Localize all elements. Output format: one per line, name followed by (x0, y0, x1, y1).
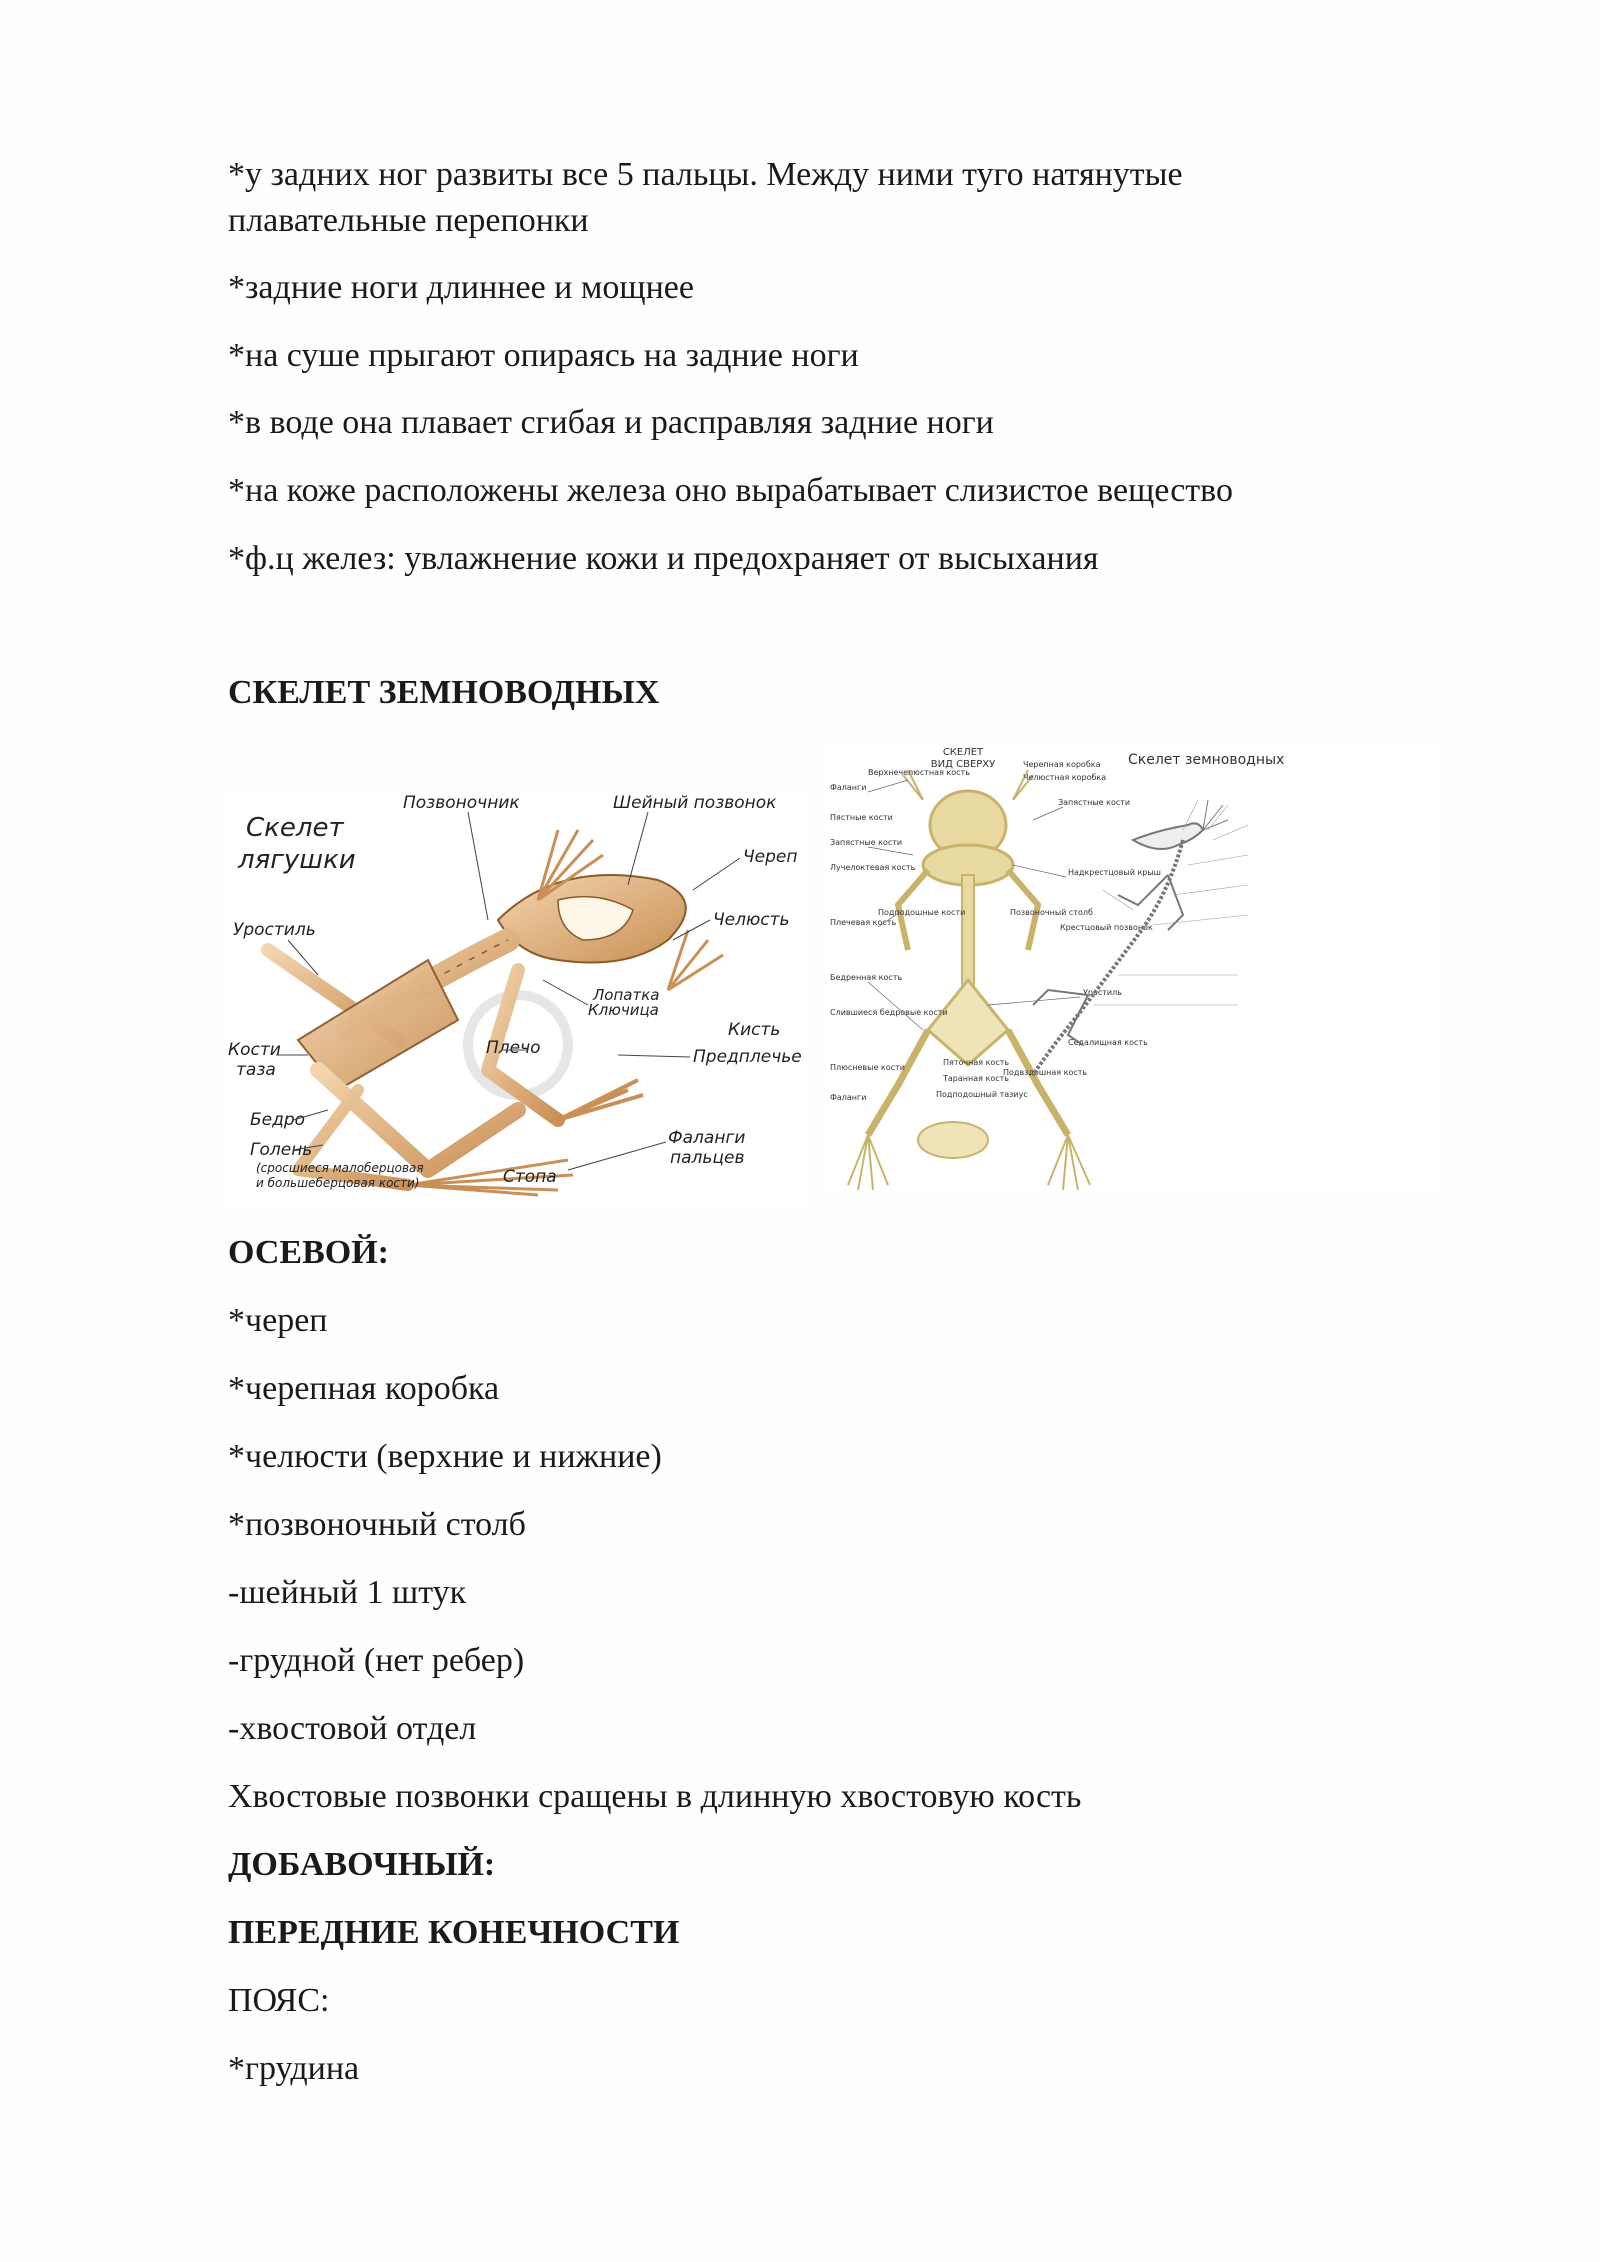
label: Пястные кости (830, 813, 893, 822)
section-heading: ДОБАВОЧНЫЙ: (228, 1846, 496, 1883)
figure-title: СКЕЛЕТ (943, 747, 984, 758)
label-skull: Череп (743, 847, 797, 867)
label: Челюстная коробка (1023, 773, 1106, 782)
text-line: *задние ноги длиннее и мощнее (228, 269, 694, 306)
text-line: *на суше прыгают опираясь на задние ноги (228, 337, 859, 374)
label: Слившиеся бедровые кости (830, 1008, 948, 1017)
label: Фаланги (830, 783, 866, 792)
figure-title: Скелет (246, 813, 344, 843)
label-shin-note: и большеберцовая кости) (256, 1176, 420, 1190)
label: Уростиль (1083, 988, 1122, 997)
label: Крестцовый позвонок (1060, 923, 1153, 932)
label-phalanges: пальцев (670, 1148, 744, 1168)
label: Фаланги (830, 1093, 866, 1102)
label-urostyle: Уростиль (233, 920, 316, 940)
label: Подподошный тазиус (936, 1090, 1028, 1099)
text-line: *ф.ц желез: увлажнение кожи и предохраня… (228, 540, 1099, 577)
label-shin: Голень (250, 1140, 312, 1160)
label: Подвздошная кость (1003, 1068, 1087, 1077)
label-jaw: Челюсть (713, 910, 790, 930)
text-line: *челюсти (верхние и нижние) (228, 1438, 662, 1475)
text-line: *на коже расположены железа оно вырабаты… (228, 472, 1233, 509)
text-line: *череп (228, 1302, 328, 1339)
label-pelvis: Кости (228, 1040, 281, 1060)
section-heading: ПЕРЕДНИЕ КОНЕЧНОСТИ (228, 1914, 680, 1951)
salamander-skeleton (1031, 799, 1229, 1077)
label-shin-note: (сросшиеся малоберцовая (256, 1161, 424, 1175)
label-spine: Позвоночник (403, 793, 520, 813)
label: Запястные кости (1058, 798, 1130, 807)
frog-skeleton-top-figure: СКЕЛЕТ ВИД СВЕРХУ Скелет земноводных (828, 745, 1440, 1195)
label: Плюсневые кости (830, 1063, 905, 1072)
label-neck: Шейный позвонок (613, 793, 777, 813)
text-line: *у задних ног развиты все 5 пальцы. Межд… (228, 156, 1183, 193)
figure-title: Скелет земноводных (1128, 752, 1284, 768)
label-clavicle: Ключица (588, 1001, 659, 1019)
label: Черепная коробка (1023, 760, 1101, 769)
text-line: *грудина (228, 2050, 360, 2087)
figure-title: ВИД СВЕРХУ (931, 759, 995, 770)
text-line: плавательные перепонки (228, 202, 589, 239)
text-line: *позвоночный столб (228, 1506, 526, 1543)
text-line: -хвостовой отдел (228, 1710, 477, 1747)
label: Седалищная кость (1068, 1038, 1148, 1047)
text-line: ПОЯС: (228, 1982, 330, 2019)
label-pelvis: таза (236, 1060, 276, 1080)
section-heading: СКЕЛЕТ ЗЕМНОВОДНЫХ (228, 674, 660, 711)
label: Таранная кость (942, 1074, 1009, 1083)
label: Позвоночный столб (1010, 908, 1093, 917)
section-heading: ОСЕВОЙ: (228, 1234, 389, 1271)
label: Пяточная кость (943, 1058, 1009, 1067)
label-femur: Бедро (250, 1110, 305, 1130)
frog-top-skeleton (847, 769, 1091, 1191)
text-line: Хвостовые позвонки сращены в длинную хво… (228, 1778, 1082, 1815)
text-line: -грудной (нет ребер) (228, 1642, 525, 1679)
text-line: -шейный 1 штук (228, 1574, 467, 1611)
label: Верхнечелюстная кость (868, 768, 970, 777)
text-line: *черепная коробка (228, 1370, 500, 1407)
label-foot: Стопа (503, 1167, 557, 1187)
label: Подподошные кости (878, 908, 965, 917)
label: Надкрестцовый крыш (1068, 868, 1161, 877)
label-shoulder: Плечо (486, 1038, 541, 1058)
figure-title: лягушки (237, 845, 356, 875)
label-hand: Кисть (728, 1020, 780, 1040)
label: Лучелоктевая кость (830, 863, 916, 872)
frog-skeleton-side-figure: Скелет лягушки Позвоночник Шейный позвон… (228, 790, 808, 1210)
label-forearm: Предплечье (693, 1047, 802, 1067)
label: Бедренная кость (830, 973, 902, 982)
label-phalanges: Фаланги (668, 1128, 745, 1148)
label: Запястные кости (830, 838, 902, 847)
label-scapula: Лопатка (592, 986, 659, 1004)
label: Плечевая кость (830, 918, 896, 927)
text-line: *в воде она плавает сгибая и расправляя … (228, 404, 994, 441)
